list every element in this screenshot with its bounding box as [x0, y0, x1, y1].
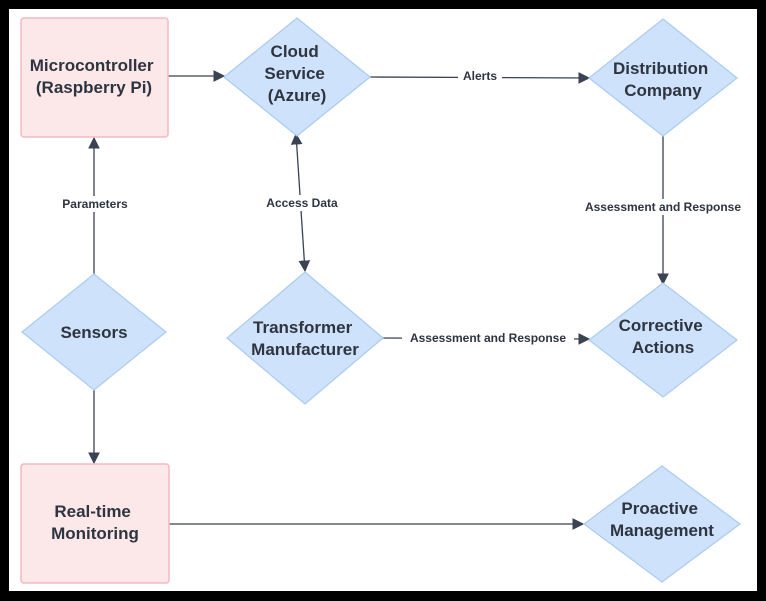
svg-text:Sensors: Sensors	[60, 323, 127, 342]
node-microcontroller[interactable]: Microcontroller (Raspberry Pi)	[20, 17, 169, 138]
nodes: Microcontroller (Raspberry Pi) Cloud Ser…	[20, 17, 742, 584]
node-manufacturer-line-2: Manufacturer	[251, 340, 359, 359]
svg-text:Transformer Manufactur: Transformer Manufacturer	[251, 318, 359, 359]
node-distribution-line-2: Company	[624, 81, 702, 100]
node-cloud-line-1: Cloud	[271, 42, 319, 61]
node-sensors-line-1: Sensors	[60, 323, 127, 342]
node-proactive-line-2: Management	[610, 521, 714, 540]
node-monitoring-line-2: Monitoring	[51, 524, 139, 543]
node-microcontroller-line-2: (Raspberry Pi)	[36, 78, 152, 97]
node-distribution-company[interactable]: Distribution Company	[588, 18, 738, 137]
edge-label-alerts: Alerts	[463, 69, 497, 83]
node-proactive-line-1: Proactive	[621, 499, 698, 518]
node-corrective-line-1: Corrective	[619, 316, 703, 335]
svg-text:Real-time Monitoring: Real-time Monitoring	[51, 502, 139, 543]
node-corrective-line-2: Actions	[632, 338, 694, 357]
node-proactive-management[interactable]: Proactive Management	[582, 465, 742, 583]
svg-text:Microcontroller (Raspb: Microcontroller (Raspberry Pi)	[30, 56, 158, 97]
svg-text:Corrective Actions: Corrective Actions	[619, 316, 708, 357]
node-distribution-line-1: Distribution	[613, 59, 708, 78]
edge-distribution-to-corrective: Assessment and Response	[576, 136, 750, 286]
edge-label-assessment-response-2: Assessment and Response	[410, 331, 566, 345]
node-manufacturer-line-1: Transformer	[253, 318, 353, 337]
node-monitoring-line-1: Real-time	[54, 502, 131, 521]
edge-label-assessment-response-1: Assessment and Response	[585, 200, 741, 214]
node-cloud-service[interactable]: Cloud Service (Azure)	[223, 17, 371, 137]
edge-label-access-data: Access Data	[266, 196, 338, 210]
node-sensors[interactable]: Sensors	[21, 273, 167, 391]
node-microcontroller-line-1: Microcontroller	[30, 56, 154, 75]
edge-cloud-manufacturer: Access Data	[260, 132, 344, 273]
edge-cloud-to-distribution: Alerts	[369, 68, 591, 84]
node-realtime-monitoring[interactable]: Real-time Monitoring	[20, 463, 170, 584]
node-corrective-actions[interactable]: Corrective Actions	[588, 282, 738, 398]
node-transformer-manufacturer[interactable]: Transformer Manufacturer	[226, 271, 384, 405]
svg-text:Distribution Company: Distribution Company	[613, 59, 713, 100]
svg-text:Proactive Management: Proactive Management	[610, 499, 714, 540]
edges: Alerts Parameters Access Data Assessment…	[56, 68, 750, 530]
edge-manufacturer-to-corrective: Assessment and Response	[382, 330, 591, 346]
edge-sensors-to-micro: Parameters	[56, 136, 134, 274]
node-cloud-line-3: (Azure)	[268, 86, 327, 105]
node-cloud-line-2: Service	[264, 64, 325, 83]
edge-label-parameters: Parameters	[62, 197, 128, 211]
svg-text:Cloud Service: Cloud Service (Azure)	[264, 42, 329, 105]
